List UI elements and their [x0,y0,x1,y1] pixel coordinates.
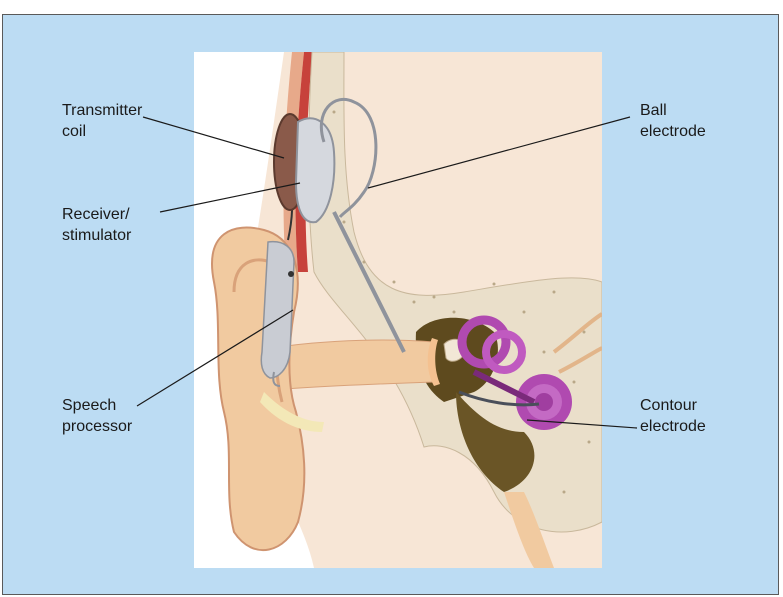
leader-contour-electrode [527,420,637,428]
leader-speech-processor [137,310,293,406]
leader-transmitter-coil [143,117,284,158]
label-contour-electrode: Contour electrode [640,395,706,437]
leader-receiver-stimulator [160,183,300,212]
label-transmitter-coil: Transmitter coil [62,100,142,142]
label-speech-processor: Speech processor [62,395,132,437]
leader-ball-electrode [368,117,630,188]
label-receiver-stimulator: Receiver/ stimulator [62,204,131,246]
label-ball-electrode: Ball electrode [640,100,706,142]
